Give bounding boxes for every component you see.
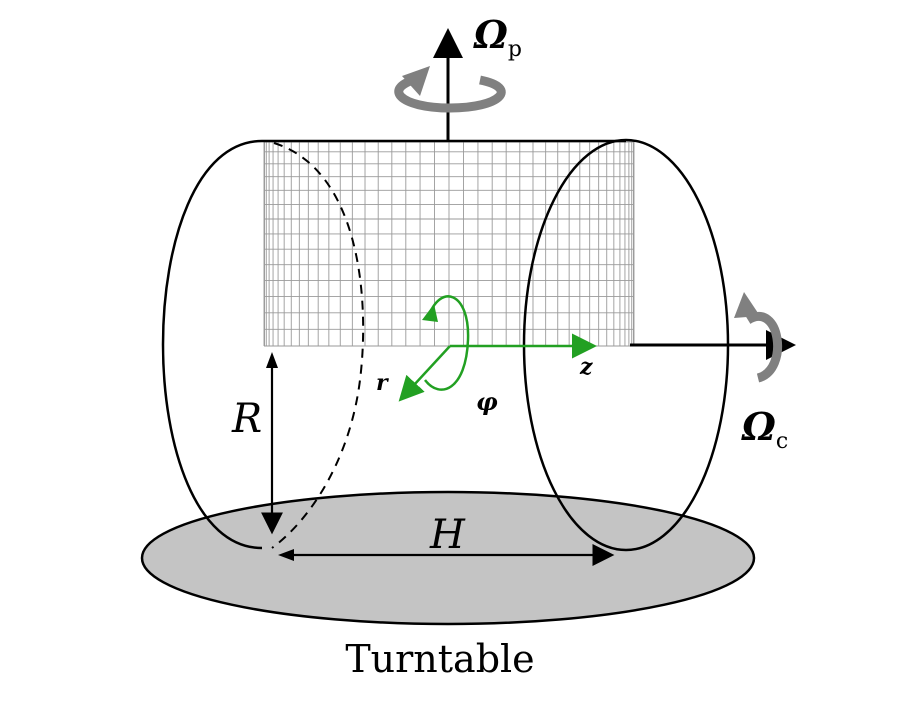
height-label: H [429,512,466,558]
radius-arrowhead-top [266,352,278,368]
local-phi-arrowhead [422,304,438,322]
local-r-axis [398,345,451,402]
omega-p-label: Ωp [473,12,522,62]
dashed-helix-curve [271,142,365,549]
cylinder-left-end [161,139,263,550]
precession-rotation-arrowhead [402,66,430,96]
turntable-label: Turntable [345,637,534,681]
turntable-disc [140,490,756,626]
cylinder-rotation-arrow [745,312,783,383]
cylinder-rotation-arrowhead [734,292,760,318]
radius-label: R [231,396,262,442]
axis-r-label: r [376,370,389,396]
height-arrowhead-left [278,549,294,561]
omega-c-label: Ωc [741,404,788,454]
local-phi-rotation [424,295,470,391]
precession-rotation-arrow [394,73,506,113]
axis-z-label: z [579,354,593,380]
axis-phi-label: φ [476,387,498,416]
